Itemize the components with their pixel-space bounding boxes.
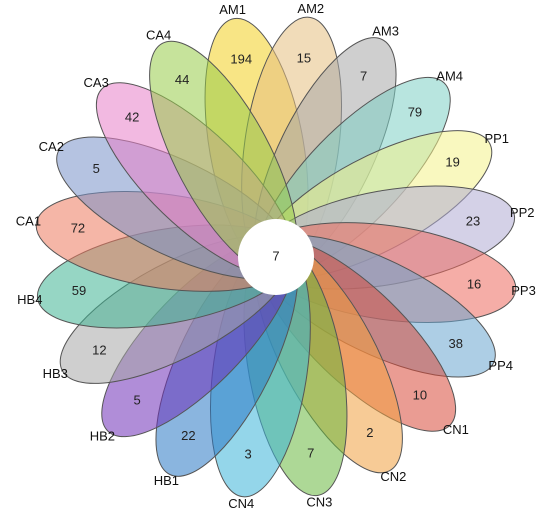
petal-count-hb1: 22	[181, 428, 195, 443]
core-count: 7	[272, 248, 279, 263]
petal-count-cn3: 7	[307, 445, 314, 460]
petal-counts-layer: 194 15 7 79 19 23 16 38 10 2 7 3 22 5 12 59 72 5 42 44	[71, 50, 482, 461]
petal-count-ca1: 72	[71, 221, 85, 236]
petal-label-cn4: CN4	[228, 496, 254, 511]
petal-count-hb4: 59	[72, 283, 86, 298]
petal-count-hb2: 5	[133, 392, 140, 407]
petal-label-ca4: CA4	[146, 28, 171, 43]
petal-label-pp1: PP1	[484, 131, 509, 146]
petal-count-ca3: 42	[125, 110, 139, 125]
petal-count-cn2: 2	[366, 425, 373, 440]
petal-label-hb3: HB3	[43, 366, 68, 381]
petal-label-pp4: PP4	[488, 358, 513, 373]
petal-label-am3: AM3	[372, 24, 399, 39]
petal-count-pp3: 16	[467, 276, 481, 291]
petal-label-hb2: HB2	[90, 428, 115, 443]
petal-count-pp4: 38	[449, 336, 463, 351]
petal-label-pp3: PP3	[511, 283, 536, 298]
petal-label-am2: AM2	[297, 1, 324, 16]
petal-count-am2: 15	[297, 50, 311, 65]
petal-count-hb3: 12	[92, 342, 106, 357]
petal-count-cn4: 3	[245, 446, 252, 461]
petals-layer	[35, 16, 517, 498]
petal-label-cn2: CN2	[380, 469, 406, 484]
petal-label-cn3: CN3	[306, 495, 332, 510]
petal-label-ca1: CA1	[16, 214, 41, 229]
petal-count-pp2: 23	[466, 214, 480, 229]
petal-label-ca3: CA3	[84, 75, 109, 90]
petal-count-cn1: 10	[413, 387, 427, 402]
petal-label-am4: AM4	[436, 69, 463, 84]
petal-label-cn1: CN1	[443, 422, 469, 437]
petal-count-pp1: 19	[445, 155, 459, 170]
petal-count-am3: 7	[360, 69, 367, 84]
petal-count-am1: 194	[230, 51, 252, 66]
core-circle	[238, 219, 314, 295]
petal-label-ca2: CA2	[39, 139, 64, 154]
petal-count-ca4: 44	[175, 72, 189, 87]
petal-label-hb1: HB1	[154, 473, 179, 488]
petal-count-ca2: 5	[93, 161, 100, 176]
petal-label-hb4: HB4	[17, 292, 42, 307]
petal-count-am4: 79	[408, 105, 422, 120]
petal-label-am1: AM1	[219, 2, 246, 17]
petal-label-pp2: PP2	[510, 205, 535, 220]
